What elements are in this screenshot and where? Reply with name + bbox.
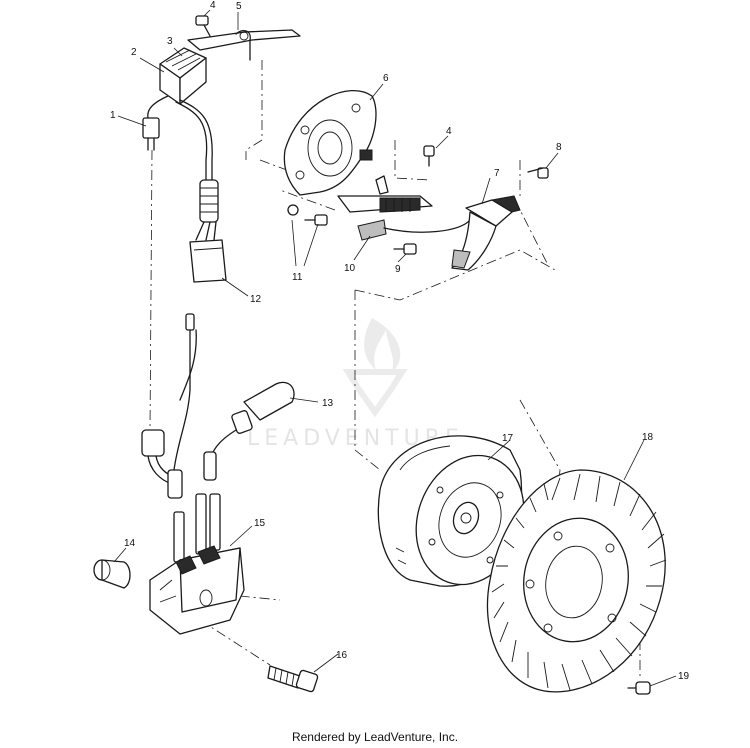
stator-bolts: [287, 145, 549, 255]
fan-bolt: [627, 681, 651, 695]
bushing: [93, 559, 131, 589]
callout-2: 2: [131, 47, 137, 58]
footer-credit: Rendered by LeadVenture, Inc.: [291, 730, 459, 744]
callout-5: 5: [236, 1, 242, 12]
callout-4-top: 4: [210, 0, 216, 11]
callout-16: 16: [336, 650, 348, 661]
callout-15: 15: [254, 518, 266, 529]
spark-plug-cap: [203, 381, 295, 481]
ignition-coil: [149, 493, 245, 635]
callout-10: 10: [344, 263, 356, 274]
callout-6: 6: [383, 73, 389, 84]
coil-bolt: [267, 665, 319, 693]
callout-7: 7: [494, 168, 500, 179]
callout-19: 19: [678, 671, 690, 682]
callout-13: 13: [322, 398, 334, 409]
callout-3: 3: [167, 36, 173, 47]
callout-14: 14: [124, 538, 136, 549]
callout-9: 9: [395, 264, 401, 275]
callout-12: 12: [250, 294, 262, 305]
pulser-coil: [337, 195, 471, 241]
callout-4-stator: 4: [446, 126, 452, 137]
stator-plate: [283, 90, 389, 196]
charging-coil: [451, 195, 521, 271]
callout-1: 1: [110, 110, 116, 121]
cooling-fan: [486, 469, 667, 693]
ignition-wiring: [141, 313, 197, 499]
watermark-logo: [342, 318, 408, 418]
callout-17: 17: [502, 433, 514, 444]
callout-11: 11: [292, 272, 303, 283]
callout-18: 18: [642, 432, 654, 443]
wiring-harness: [142, 15, 301, 283]
callout-labels: 1 2 3 4 5 6 4 8 7 9 10 11 12 13 14 15 16…: [110, 0, 690, 682]
callout-8: 8: [556, 142, 562, 153]
leader-lines: [113, 9, 677, 687]
